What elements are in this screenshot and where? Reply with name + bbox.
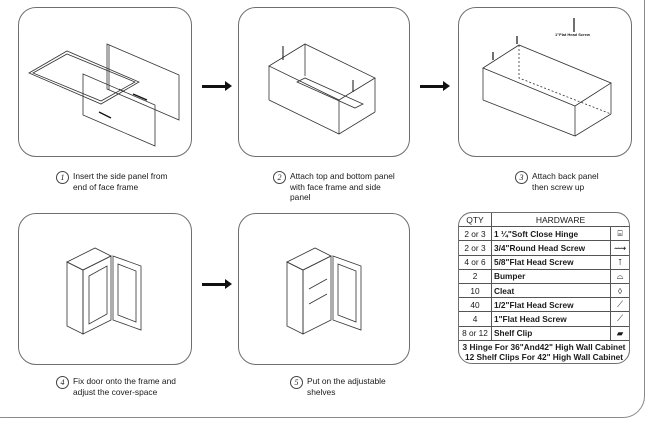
shelves-cabinet-drawing [286, 247, 362, 335]
step-2-caption: 2 Attach top and bottom panel with face … [273, 171, 395, 203]
step-2-illustration [238, 7, 410, 157]
round-screw-icon: ⟿ [610, 240, 629, 256]
step-1-caption: 1 Insert the side panel from end of face… [56, 171, 168, 192]
qty: 2 [459, 268, 492, 284]
qty-header: QTY [459, 213, 492, 228]
side-panel-drawing [28, 43, 180, 147]
step-number: 3 [515, 171, 528, 184]
arrow-4-to-5 [202, 279, 232, 289]
caption-text: Attach back panel then screw up [532, 171, 599, 192]
item: 5/8"Flat Head Screw [491, 254, 611, 270]
screw-callout-label: 1"Flat Head Screw [555, 32, 591, 37]
caption-text: Insert the side panel from end of face f… [73, 171, 168, 192]
hardware-header: HARDWARE [491, 213, 629, 228]
shelf-clip-icon: ▰ [610, 325, 629, 341]
qty: 40 [459, 297, 492, 313]
item: 3/4"Round Head Screw [491, 240, 611, 256]
step-3-illustration [458, 7, 632, 157]
step-number: 1 [56, 171, 69, 184]
cleat-icon: ◊ [610, 282, 629, 299]
item: 1 ¼"Soft Close Hinge [491, 226, 611, 242]
note-line: 12 Shelf Clips For 42" High Wall Cabinet [464, 351, 624, 362]
step-1-illustration [18, 7, 192, 157]
arrow-2-to-3 [420, 81, 450, 91]
step-number: 5 [290, 376, 303, 389]
item: Shelf Clip [491, 325, 611, 341]
step-5-caption: 5 Put on the adjustable shelves [290, 376, 386, 397]
note-line: 3 Hinge For 36"And42" High Wall Cabinet [462, 341, 626, 352]
back-panel-drawing [482, 18, 612, 137]
bumper-icon: ⌓ [610, 268, 629, 284]
caption-text: Attach top and bottom panel with face fr… [290, 171, 395, 202]
item: 1/2"Flat Head Screw [491, 297, 611, 313]
caption-text: Fix door onto the frame and adjust the c… [73, 376, 176, 397]
qty: 10 [459, 282, 492, 299]
qty: 8 or 12 [459, 325, 492, 341]
item: 1"Flat Head Screw [491, 311, 611, 327]
item: Cleat [491, 282, 611, 299]
hinge-icon: ⌸ [610, 226, 629, 242]
qty: 4 or 6 [459, 254, 492, 270]
step-3-caption: 3 Attach back panel then screw up [515, 171, 599, 192]
table-header: QTY HARDWARE [459, 213, 629, 228]
step-5-illustration [238, 213, 410, 365]
step-number: 4 [56, 376, 69, 389]
door-cabinet-drawing [66, 247, 142, 335]
step-number: 2 [273, 171, 286, 184]
box-frame-drawing [268, 43, 376, 135]
qty: 2 or 3 [459, 240, 492, 256]
long-screw-icon: ⟋ [610, 311, 629, 327]
step-4-illustration [18, 213, 192, 365]
caption-text: Put on the adjustable shelves [307, 376, 386, 397]
flat-screw-icon: ⊺ [610, 254, 629, 270]
arrow-1-to-2 [202, 81, 232, 91]
qty: 4 [459, 311, 492, 327]
item: Bumper [491, 268, 611, 284]
table-notes: 3 Hinge For 36"And42" High Wall Cabinet … [459, 339, 629, 362]
small-screw-icon: ⟋ [610, 297, 629, 313]
qty: 2 or 3 [459, 226, 492, 242]
step-4-caption: 4 Fix door onto the frame and adjust the… [56, 376, 176, 397]
